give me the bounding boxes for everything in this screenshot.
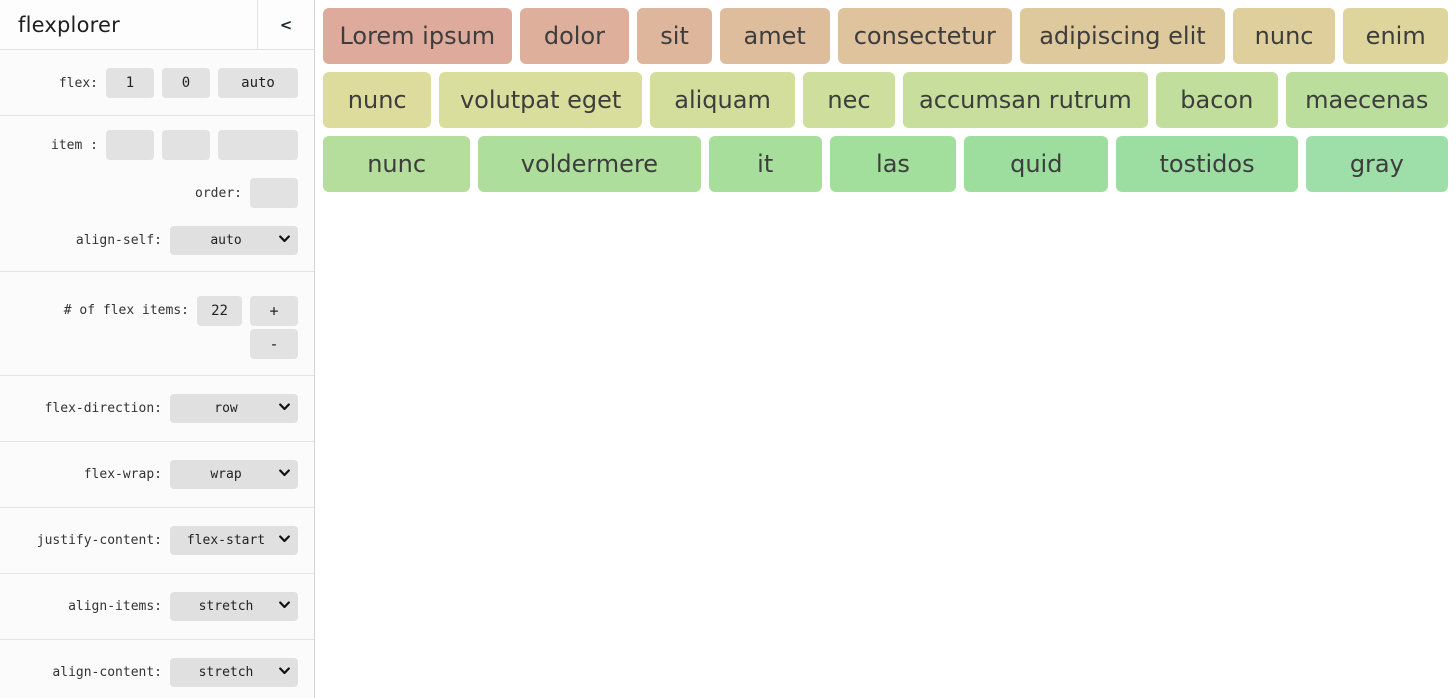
- flex-item[interactable]: las: [829, 136, 957, 192]
- flex-item[interactable]: gray: [1305, 136, 1448, 192]
- sidebar: flexplorer < flex: item : order:: [0, 0, 315, 698]
- align-items-select[interactable]: stretch: [170, 592, 298, 621]
- align-content-label: align-content:: [52, 665, 162, 680]
- justify-content-select[interactable]: flex-start: [170, 526, 298, 555]
- flex-item[interactable]: sit: [637, 8, 712, 64]
- flex-item[interactable]: maecenas: [1285, 72, 1448, 128]
- flex-item[interactable]: enim: [1343, 8, 1448, 64]
- item-flex-basis-input[interactable]: [218, 130, 298, 160]
- flex-wrap-section: flex-wrap: wrap: [0, 442, 314, 508]
- flex-wrap-label: flex-wrap:: [83, 467, 162, 482]
- item-count-stepper: + -: [250, 296, 298, 359]
- align-self-select[interactable]: auto: [170, 226, 298, 255]
- order-input[interactable]: [250, 178, 298, 208]
- align-items-label: align-items:: [68, 599, 162, 614]
- item-flex-shrink-input[interactable]: [162, 130, 210, 160]
- chevron-down-icon: [279, 535, 290, 543]
- align-content-value: stretch: [198, 665, 254, 680]
- item-label: item :: [51, 137, 98, 153]
- chevron-down-icon: [279, 469, 290, 477]
- flex-item[interactable]: it: [708, 136, 822, 192]
- flex-item[interactable]: tostidos: [1116, 136, 1298, 192]
- flex-item[interactable]: nunc: [1232, 8, 1336, 64]
- flex-item[interactable]: nec: [803, 72, 895, 128]
- align-self-value: auto: [210, 233, 242, 248]
- sidebar-header: flexplorer <: [0, 0, 314, 50]
- align-content-select[interactable]: stretch: [170, 658, 298, 687]
- remove-item-button[interactable]: -: [250, 329, 298, 359]
- flex-item[interactable]: voldermere: [478, 136, 701, 192]
- chevron-down-icon: [279, 601, 290, 609]
- align-self-label: align-self:: [75, 233, 162, 248]
- flex-item[interactable]: accumsan rutrum: [902, 72, 1149, 128]
- align-items-section: align-items: stretch: [0, 574, 314, 640]
- align-content-section: align-content: stretch: [0, 640, 314, 698]
- justify-content-label: justify-content:: [36, 533, 162, 548]
- flex-item[interactable]: bacon: [1156, 72, 1278, 128]
- item-section: item : order: align-self: auto: [0, 116, 314, 272]
- flex-direction-select[interactable]: row: [170, 394, 298, 423]
- flex-item[interactable]: Lorem ipsum: [323, 8, 512, 64]
- flex-direction-value: row: [214, 401, 238, 416]
- flex-direction-label: flex-direction:: [44, 401, 162, 416]
- chevron-down-icon: [279, 403, 290, 411]
- flex-item[interactable]: amet: [719, 8, 830, 64]
- flex-item[interactable]: nunc: [323, 136, 471, 192]
- flex-item[interactable]: aliquam: [649, 72, 796, 128]
- item-count-input[interactable]: [197, 296, 242, 326]
- justify-content-value: flex-start: [186, 533, 266, 548]
- add-item-button[interactable]: +: [250, 296, 298, 326]
- flex-label: flex:: [58, 75, 98, 91]
- flex-grow-input[interactable]: [106, 68, 154, 98]
- flex-item[interactable]: adipiscing elit: [1020, 8, 1225, 64]
- item-count-label: # of flex items:: [63, 303, 189, 318]
- flex-item[interactable]: nunc: [323, 72, 432, 128]
- flex-item[interactable]: dolor: [519, 8, 630, 64]
- flex-item[interactable]: quid: [964, 136, 1109, 192]
- flex-basis-input[interactable]: [218, 68, 298, 98]
- item-flex-grow-input[interactable]: [106, 130, 154, 160]
- sidebar-collapse-button[interactable]: <: [257, 0, 314, 49]
- justify-content-section: justify-content: flex-start: [0, 508, 314, 574]
- chevron-down-icon: [279, 235, 290, 243]
- flex-shrink-input[interactable]: [162, 68, 210, 98]
- align-items-value: stretch: [198, 599, 254, 614]
- flex-item[interactable]: volutpat eget: [439, 72, 642, 128]
- flex-wrap-value: wrap: [210, 467, 242, 482]
- chevron-down-icon: [279, 667, 290, 675]
- flex-section: flex:: [0, 50, 314, 116]
- flex-wrap-select[interactable]: wrap: [170, 460, 298, 489]
- flex-item[interactable]: consectetur: [837, 8, 1013, 64]
- item-count-section: # of flex items: + -: [0, 272, 314, 376]
- order-label: order:: [195, 185, 242, 201]
- app-title: flexplorer: [18, 12, 120, 37]
- flex-direction-section: flex-direction: row: [0, 376, 314, 442]
